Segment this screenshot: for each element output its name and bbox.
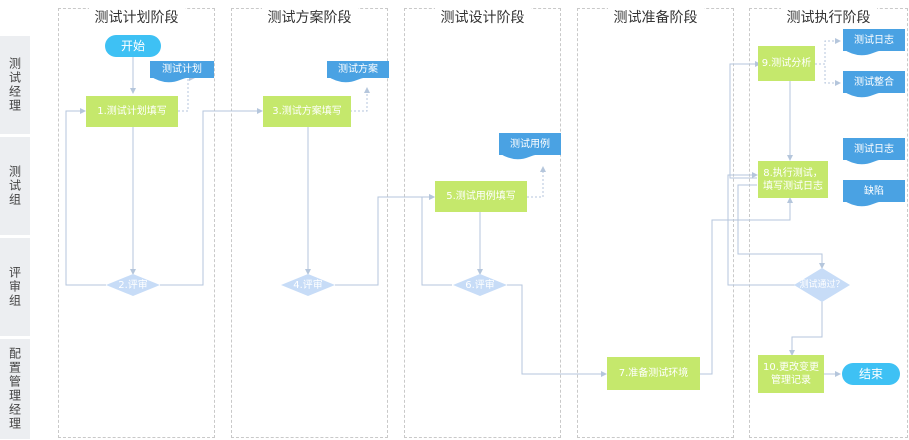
connector-review6-to-task7 [507, 284, 607, 377]
doc-test-log-2: 测试日志 [843, 138, 905, 160]
connector-decision-fail-back [727, 172, 795, 286]
connector-task7-to-task8 [700, 197, 793, 375]
lane-label-config-manager: 配置管理经理 [0, 339, 30, 439]
decision-review2 [106, 274, 160, 296]
doc-test-plan: 测试计划 [150, 61, 214, 78]
connector-review4-to-task5 [335, 194, 435, 286]
task-1-plan-fill: 1.测试计划填写 [86, 96, 178, 127]
phase-test-design: 测试设计阶段 [404, 7, 561, 438]
task-9-test-analysis: 9.测试分析 [758, 46, 815, 81]
phase-title: 测试设计阶段 [434, 7, 531, 27]
phase-test-exec: 测试执行阶段 [749, 7, 908, 438]
task-10-line-2: 管理记录 [771, 375, 811, 386]
connector-task5-to-doc-case [527, 166, 546, 198]
decision-review6 [453, 274, 507, 296]
decision-test-passed [794, 268, 850, 302]
phase-title: 测试执行阶段 [780, 7, 877, 27]
task-8-execute-test: 8.执行测试， 填写测试日志 [758, 161, 828, 198]
phase-test-prep: 测试准备阶段 [577, 7, 734, 438]
phase-test-plan: 测试计划阶段 [58, 7, 215, 438]
connector-review2-to-task3 [160, 108, 263, 286]
task-7-prepare-env: 7.准备测试环境 [607, 357, 700, 390]
connector-task8-to-task9 [729, 61, 761, 179]
phase-title: 测试方案阶段 [261, 7, 358, 27]
connector-review6-back-to-task5 [421, 194, 452, 286]
connector-task3-to-doc-scheme [350, 87, 370, 112]
task-10-change-record: 10.更改变更 管理记录 [758, 355, 824, 393]
lane-label-test-manager: 测试经理 [0, 36, 30, 134]
task-8-line-1: 8.执行测试， [763, 167, 823, 179]
doc-test-log-1: 测试日志 [843, 29, 905, 51]
decision-label-review4: 4.评审 [293, 279, 323, 291]
decision-label-review2: 2.评审 [118, 279, 148, 291]
task-10-line-1: 10.更改变更 [763, 362, 819, 373]
doc-test-scheme: 测试方案 [327, 61, 389, 78]
decision-label-test-passed: 测试通过？ [799, 279, 845, 290]
start-terminal: 开始 [105, 35, 161, 57]
task-3-scheme-fill: 3.测试方案填写 [263, 96, 351, 127]
connector-review2-back-to-task1 [65, 108, 106, 286]
task-5-case-fill: 5.测试用例填写 [435, 181, 527, 212]
end-terminal: 结束 [842, 363, 900, 385]
decision-label-review6: 6.评审 [465, 279, 495, 291]
connector-task9-to-doc-integrate [815, 63, 841, 86]
phase-title: 测试计划阶段 [88, 7, 185, 27]
task-8-line-2: 填写测试日志 [763, 180, 823, 192]
phase-title: 测试准备阶段 [607, 7, 704, 27]
decision-review4 [281, 274, 335, 296]
connector-task8-to-decision [737, 184, 825, 269]
doc-test-case: 测试用例 [499, 133, 561, 155]
connector-task9-to-doc-log [815, 38, 841, 65]
lane-label-test-team: 测试组 [0, 137, 30, 235]
phase-test-scheme: 测试方案阶段 [231, 7, 388, 438]
connector-decision-to-task10 [789, 300, 823, 356]
doc-test-integrate: 测试整合 [843, 71, 905, 93]
doc-defect: 缺陷 [843, 180, 905, 202]
lane-label-review-team: 评审组 [0, 238, 30, 336]
connector-task1-to-doc-plan [178, 75, 195, 112]
